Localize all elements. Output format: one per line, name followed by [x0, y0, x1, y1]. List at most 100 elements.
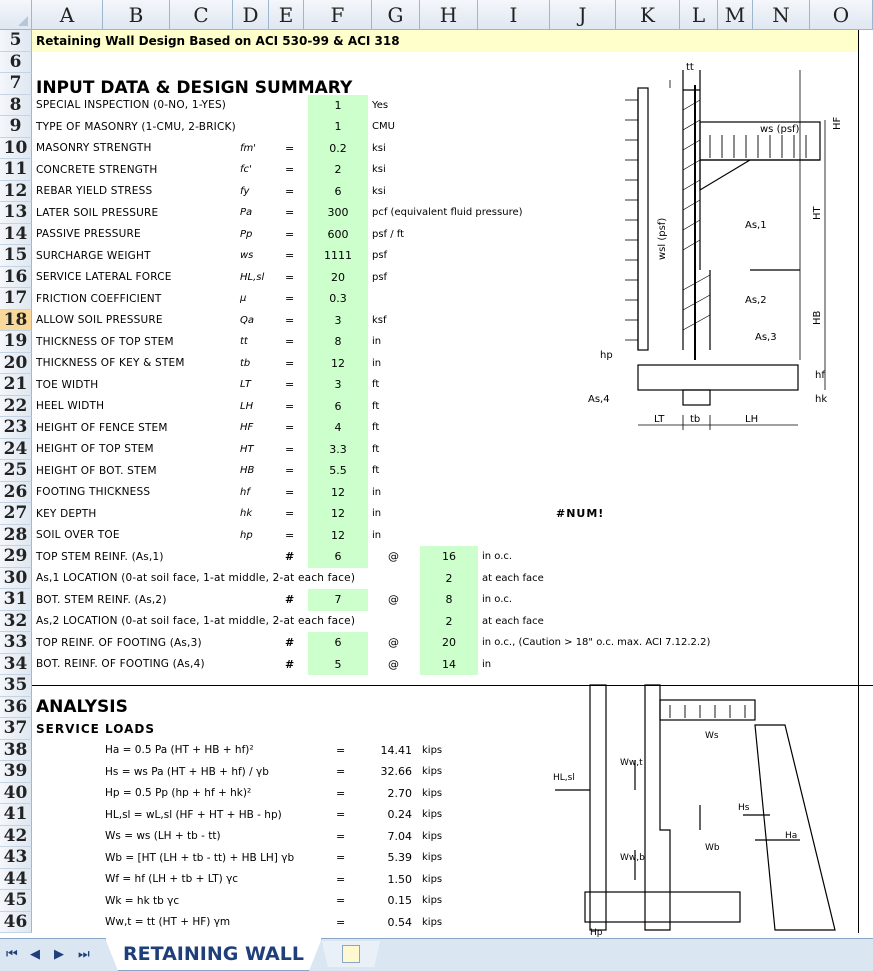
row-header-14[interactable]: 14	[0, 223, 32, 245]
input-value: 12	[331, 485, 345, 499]
row-header-37[interactable]: 37	[0, 718, 32, 740]
row-header-43[interactable]: 43	[0, 847, 32, 869]
analysis-load-diagram: Ws Ww,t HL,sl Ww,b Wb Hs Ha Hp	[553, 684, 836, 938]
reinf-spacing-bg	[420, 610, 478, 632]
input-value: 12	[331, 528, 345, 542]
column-header-l[interactable]: L	[680, 0, 718, 30]
row-header-41[interactable]: 41	[0, 804, 32, 826]
column-header-b[interactable]: B	[103, 0, 170, 30]
input-value: 3	[334, 313, 342, 327]
row-header-39[interactable]: 39	[0, 761, 32, 783]
column-header-a[interactable]: A	[32, 0, 103, 30]
load-value: 2.70	[387, 786, 413, 800]
load-unit: kips	[422, 830, 443, 842]
column-header-o[interactable]: O	[810, 0, 873, 30]
row-header-31[interactable]: 31	[0, 589, 32, 611]
row-header-30[interactable]: 30	[0, 567, 32, 589]
row-header-25[interactable]: 25	[0, 460, 32, 482]
load-formula: Ha = 0.5 Pa (HT + HB + hf)²	[105, 744, 254, 757]
row-header-34[interactable]: 34	[0, 653, 32, 675]
row-header-46[interactable]: 46	[0, 911, 32, 933]
row-header-8[interactable]: 8	[0, 94, 32, 116]
reinf-unit: in o.c., (Caution > 18" o.c. max. ACI 7.…	[482, 637, 711, 649]
input-label: REBAR YIELD STRESS	[36, 185, 153, 198]
row-header-28[interactable]: 28	[0, 524, 32, 546]
input-value: 6	[334, 399, 342, 413]
row-header-29[interactable]: 29	[0, 546, 32, 568]
input-unit: in	[372, 357, 382, 369]
reinf-bar-size: 5	[334, 657, 342, 671]
row-header-20[interactable]: 20	[0, 352, 32, 374]
column-header-d[interactable]: D	[233, 0, 269, 30]
next-sheet-button[interactable]: ▶	[54, 947, 64, 962]
input-label: HEIGHT OF TOP STEM	[36, 443, 154, 456]
reinf-bar-size	[308, 568, 368, 590]
first-sheet-button[interactable]: ⏮	[6, 947, 18, 962]
row-header-10[interactable]: 10	[0, 137, 32, 159]
input-value-bg	[308, 524, 368, 546]
row-header-22[interactable]: 22	[0, 395, 32, 417]
row-header-5[interactable]: 5	[0, 30, 32, 52]
column-header-h[interactable]: H	[420, 0, 478, 30]
row-header-21[interactable]: 21	[0, 374, 32, 396]
column-header-f[interactable]: F	[304, 0, 372, 30]
load-unit: kips	[422, 809, 443, 821]
column-header-g[interactable]: G	[372, 0, 420, 30]
row-header-35[interactable]: 35	[0, 675, 32, 697]
diag-tt-label: tt	[686, 62, 694, 73]
column-header-e[interactable]: E	[269, 0, 304, 30]
row-header-6[interactable]: 6	[0, 51, 32, 73]
input-unit: ft	[372, 400, 380, 412]
column-header-i[interactable]: I	[478, 0, 550, 30]
input-value-bg	[308, 180, 368, 202]
row-header-26[interactable]: 26	[0, 481, 32, 503]
row-header-17[interactable]: 17	[0, 288, 32, 310]
diag2-wwt-label: Ww,t	[620, 758, 643, 768]
row-header-24[interactable]: 24	[0, 438, 32, 460]
row-header-7[interactable]: 7	[0, 73, 32, 95]
column-header-j[interactable]: J	[550, 0, 616, 30]
load-unit: kips	[422, 895, 443, 907]
row-header-36[interactable]: 36	[0, 696, 32, 718]
row-header-13[interactable]: 13	[0, 202, 32, 224]
insert-sheet-tab[interactable]	[322, 941, 380, 967]
row-header-19[interactable]: 19	[0, 331, 32, 353]
select-all-corner[interactable]	[0, 0, 32, 30]
input-value: 20	[331, 270, 345, 284]
reinf-spacing-bg	[420, 589, 478, 611]
input-value-bg	[308, 266, 368, 288]
row-header-9[interactable]: 9	[0, 116, 32, 138]
row-header-40[interactable]: 40	[0, 782, 32, 804]
load-value: 14.41	[380, 743, 413, 757]
row-header-33[interactable]: 33	[0, 632, 32, 654]
input-equals: =	[285, 528, 295, 542]
last-sheet-button[interactable]: ⏭	[78, 947, 90, 962]
column-header-n[interactable]: N	[753, 0, 810, 30]
row-header-44[interactable]: 44	[0, 868, 32, 890]
row-header-45[interactable]: 45	[0, 890, 32, 912]
row-header-38[interactable]: 38	[0, 739, 32, 761]
row-header-11[interactable]: 11	[0, 159, 32, 181]
row-header-12[interactable]: 12	[0, 180, 32, 202]
column-header-c[interactable]: C	[170, 0, 233, 30]
prev-sheet-button[interactable]: ◀	[30, 947, 40, 962]
row-header-27[interactable]: 27	[0, 503, 32, 525]
input-unit: ft	[372, 379, 380, 391]
row-header-23[interactable]: 23	[0, 417, 32, 439]
input-unit: pcf (equivalent fluid pressure)	[372, 207, 523, 219]
row-header-16[interactable]: 16	[0, 266, 32, 288]
sheet-tab-retaining-wall[interactable]: RETAINING WALL	[105, 938, 322, 971]
row-header-42[interactable]: 42	[0, 825, 32, 847]
input-value: 12	[331, 356, 345, 370]
reinf-value-bg	[308, 653, 368, 675]
column-header-m[interactable]: M	[718, 0, 753, 30]
row-header-18[interactable]: 18	[0, 309, 32, 331]
row-header-32[interactable]: 32	[0, 610, 32, 632]
row-header-15[interactable]: 15	[0, 245, 32, 267]
input-value-bg	[308, 94, 368, 116]
column-header-k[interactable]: K	[616, 0, 680, 30]
input-symbol: HT	[240, 443, 254, 455]
input-equals: =	[285, 464, 295, 478]
load-formula: Hp = 0.5 Pp (hp + hf + hk)²	[105, 787, 252, 800]
